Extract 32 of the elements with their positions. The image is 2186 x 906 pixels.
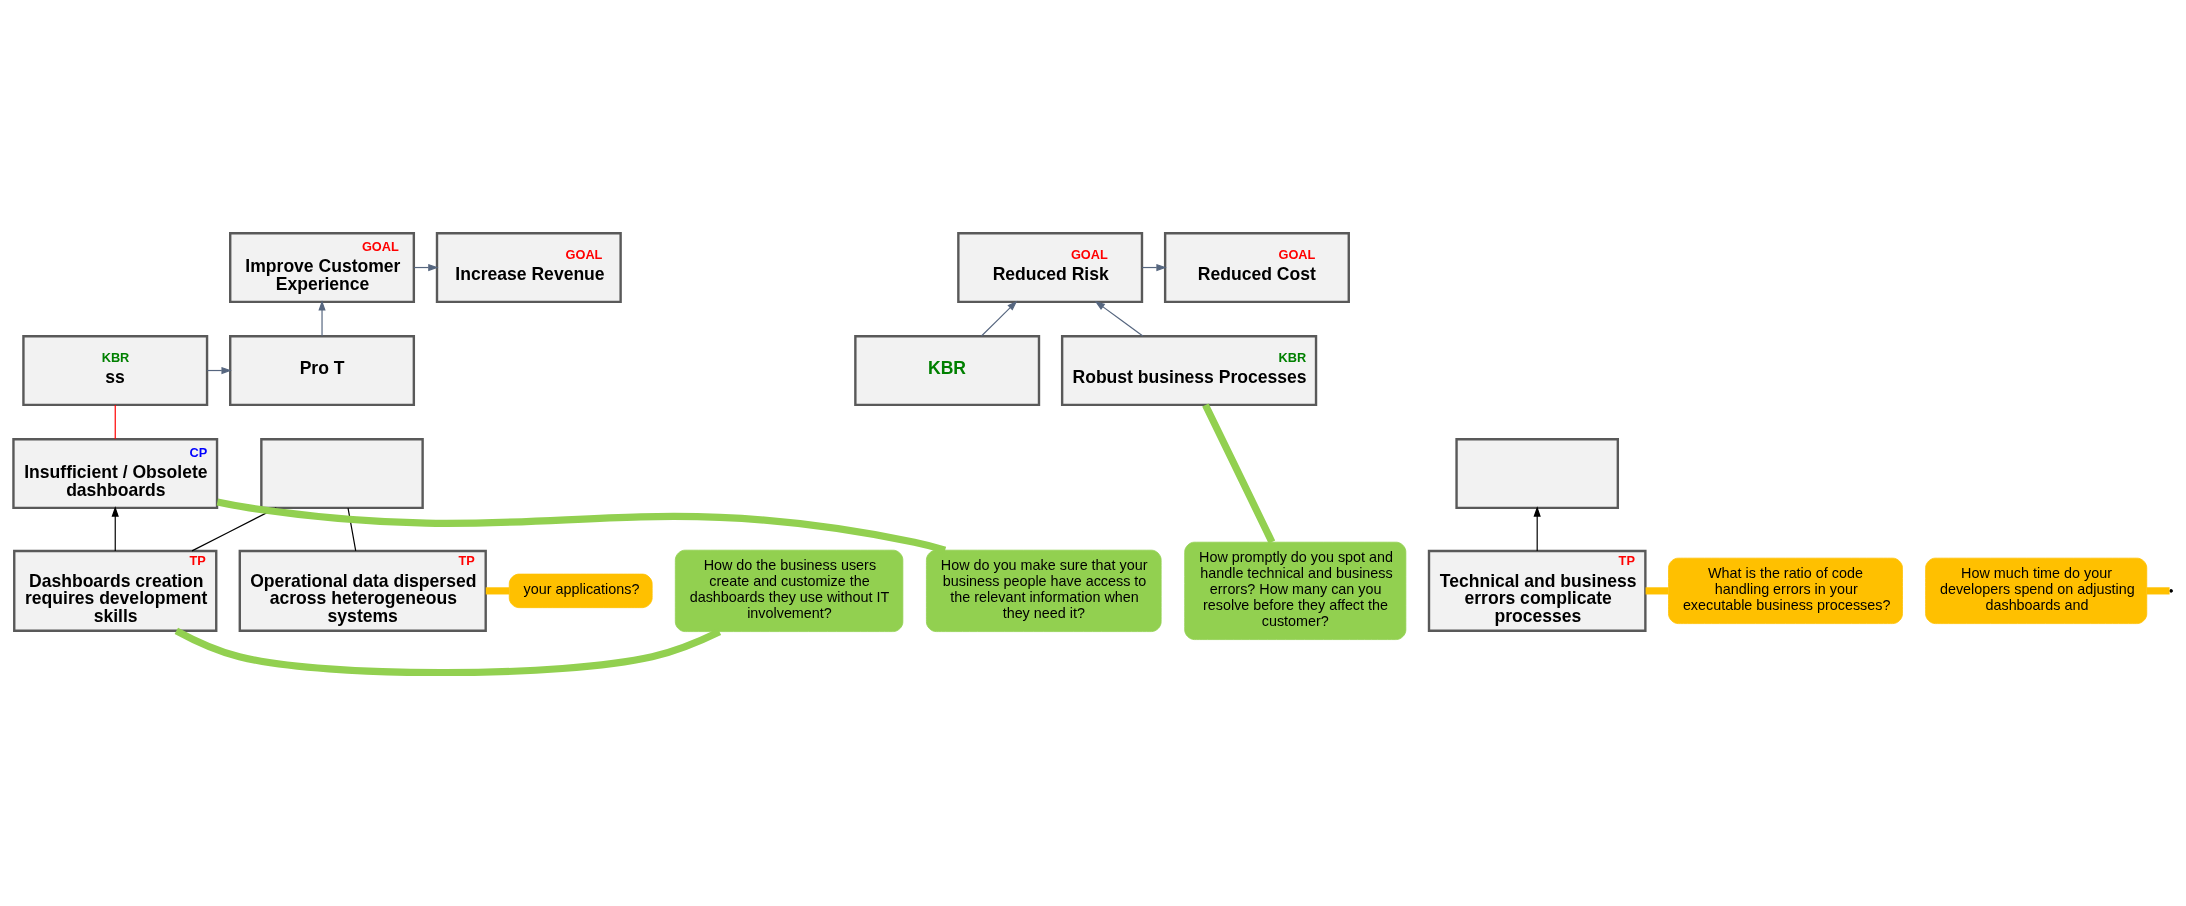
node-box: KBR — [854, 335, 1041, 407]
node-box: GOAL Reduced Cost — [1163, 232, 1350, 304]
connector — [114, 404, 116, 440]
arrow — [1094, 300, 1144, 337]
node-box: your applications? — [508, 573, 653, 609]
arrow — [1533, 506, 1541, 552]
node-box: How do the business users create and customize the dashboards they use without IT involvement? — [674, 549, 904, 632]
node-box: KBR ss — [22, 335, 209, 407]
node-box: TP Dashboards creation requires development skills — [13, 549, 218, 632]
connector — [174, 627, 722, 676]
node-box: How much time do your developers spend on adjusting dashboards and — [1925, 557, 2148, 624]
connector — [347, 507, 357, 552]
node-box — [260, 438, 424, 510]
node-box: GOAL Increase Revenue — [435, 232, 622, 304]
node-box: TP Technical and business errors complicate processes — [1427, 549, 1647, 632]
node-box: What is the ratio of code handling errors in your executable business processes? — [1668, 557, 1903, 624]
arrow — [111, 506, 119, 552]
connector — [485, 587, 510, 595]
arrow — [318, 300, 326, 337]
arrow — [980, 300, 1018, 337]
connector — [216, 498, 947, 554]
connector — [1202, 403, 1276, 544]
node-box: TP Operational data dispersed across heterogeneous systems — [238, 549, 487, 632]
node-box: CP Insufficient / Obsolete dashboards — [12, 438, 219, 510]
connector — [1645, 587, 1669, 595]
node-box: How promptly do you spot and handle technical and business errors? How many can you resolve before they affect the customer? — [1184, 541, 1407, 640]
node-box: GOAL Reduced Risk — [957, 232, 1144, 304]
node-box: How do you make sure that your business people have access to the relevant information when they need it? — [926, 549, 1162, 632]
node-box: Pro T — [229, 335, 416, 407]
node-box — [1455, 438, 1620, 510]
node-box: GOAL Improve Customer Experience — [229, 232, 416, 304]
node-box: KBR Robust business Processes — [1060, 335, 1318, 407]
